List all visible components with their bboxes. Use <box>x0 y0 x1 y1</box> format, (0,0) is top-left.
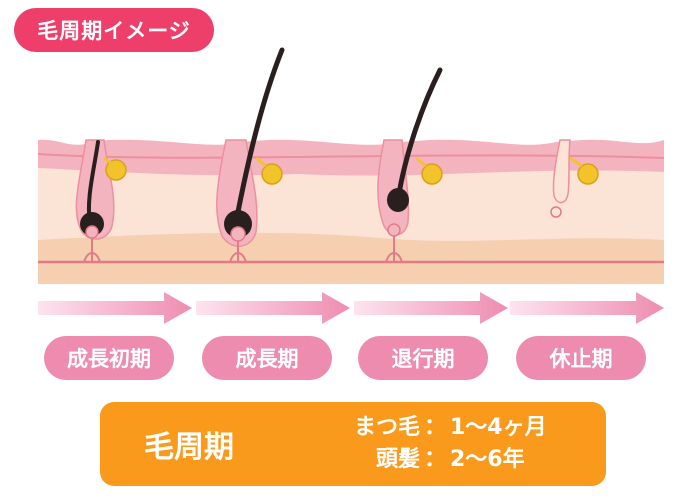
stage-label-early-growth: 成長初期 <box>44 336 174 380</box>
info-separator: ： <box>423 447 446 472</box>
follicle-early-growth <box>75 139 127 263</box>
skin-cross-section <box>37 47 665 284</box>
stage-arrow-4 <box>510 292 664 324</box>
info-main-label: 毛周期 <box>144 430 234 465</box>
follicle-resting <box>550 139 599 218</box>
stage-label-resting: 休止期 <box>516 336 646 380</box>
info-line-scalp-hair: 頭髪 ： 2〜6年 <box>330 444 547 476</box>
follicle-growth <box>216 47 285 263</box>
info-lines: まつ毛 ： 1〜4ヶ月 頭髪 ： 2〜6年 <box>330 412 547 476</box>
info-label: まつ毛 <box>353 415 420 440</box>
sebaceous-gland-icon <box>421 163 443 185</box>
stage-arrow-2 <box>196 292 350 324</box>
hair-cycle-info-box: 毛周期 まつ毛 ： 1〜4ヶ月 頭髪 ： 2〜6年 <box>100 402 606 486</box>
info-value: 1〜4ヶ月 <box>450 415 547 440</box>
follicle-regression <box>377 67 443 263</box>
epidermis-layer <box>38 139 664 176</box>
stage-label-growth: 成長期 <box>202 336 332 380</box>
title-badge: 毛周期イメージ <box>14 8 214 52</box>
sebaceous-gland-icon <box>577 163 599 185</box>
subcutaneous-layer <box>38 232 664 284</box>
info-line-eyelash: まつ毛 ： 1〜4ヶ月 <box>330 412 547 444</box>
stage-label-regression: 退行期 <box>358 336 488 380</box>
info-separator: ： <box>423 415 446 440</box>
sebaceous-gland-icon <box>261 163 283 185</box>
stage-arrow-3 <box>354 292 508 324</box>
dermis-layer <box>38 168 664 241</box>
info-value: 2〜6年 <box>450 447 525 472</box>
info-label: 頭髪 <box>375 447 420 472</box>
stage-arrow-1 <box>38 292 192 324</box>
